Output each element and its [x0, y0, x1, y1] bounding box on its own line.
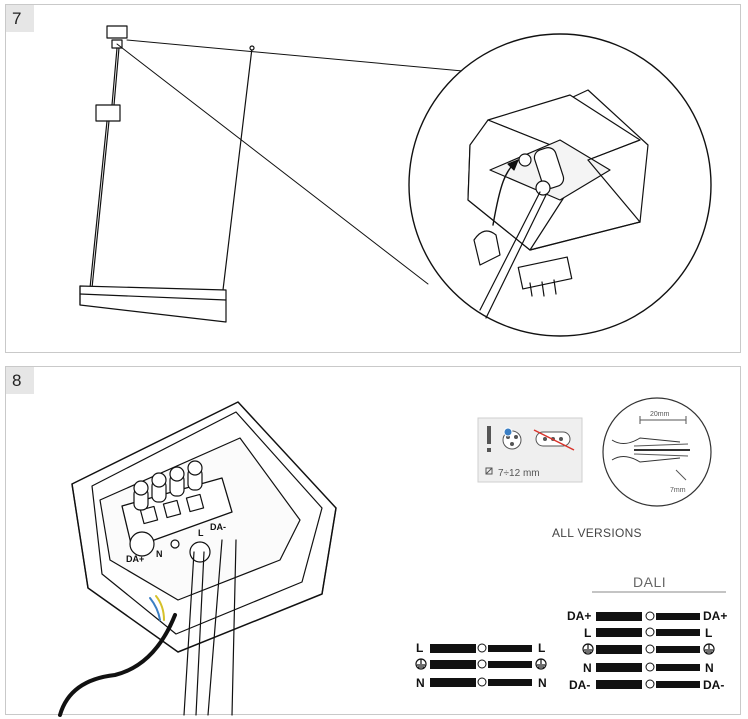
wire-row: [596, 627, 700, 637]
ok-connector-icon: [502, 427, 522, 450]
suspension-cable: [111, 47, 118, 106]
earth-icon: [703, 643, 715, 655]
wire-row: [430, 659, 532, 669]
dali-label-l-left: L: [584, 626, 592, 640]
step-number: 8: [6, 367, 34, 394]
warning-icon: [487, 426, 491, 444]
junction-box-detail: [467, 89, 649, 319]
cable-connector: [95, 104, 121, 122]
luminaire: [79, 285, 227, 323]
block-label-n: N: [156, 549, 163, 559]
block-label-da-plus: DA+: [126, 554, 144, 564]
earth-icon: [415, 658, 427, 670]
strip-icon: [485, 467, 493, 475]
strip-tip-label: 7mm: [670, 487, 686, 494]
dali-title: DALI: [633, 574, 667, 590]
wire-row: [430, 677, 532, 687]
earth-icon: [582, 643, 594, 655]
dali-label-da-minus-right: DA-: [703, 678, 725, 692]
dali-label-n-left: N: [583, 661, 592, 675]
wire-label-l-left: L: [416, 641, 424, 655]
junction-box: [71, 401, 337, 653]
suspension-cable-right: [222, 47, 253, 291]
dali-label-da-plus-right: DA+: [703, 609, 728, 623]
wiring-dali: [596, 611, 700, 689]
strip-detail: 20mm 7mm: [602, 397, 712, 507]
wire-row: [596, 611, 700, 621]
strip-length-box: 7÷12 mm: [477, 417, 583, 483]
not-allowed-connector-icon: [533, 429, 575, 451]
all-versions-label: ALL VERSIONS: [552, 526, 642, 540]
block-label-da-minus: DA-: [210, 522, 226, 532]
terminal-block: [121, 460, 233, 563]
cable-left: [183, 551, 195, 716]
wire-row: [430, 643, 532, 653]
dali-label-l-right: L: [705, 626, 713, 640]
strip-length-label: 20mm: [650, 411, 670, 418]
wire-label-n-left: N: [416, 676, 425, 690]
mains-cable: [58, 613, 177, 717]
ceiling-canopy: [106, 25, 128, 49]
wire-label-n-right: N: [538, 676, 547, 690]
wire-row: [596, 662, 700, 672]
wiring-standard: [430, 643, 532, 687]
block-label-l: L: [198, 528, 204, 538]
strip-length-note: 7÷12 mm: [498, 468, 540, 479]
dali-label-da-minus-left: DA-: [569, 678, 591, 692]
wire-label-l-right: L: [538, 641, 546, 655]
dali-label-da-plus-left: DA+: [567, 609, 592, 623]
earth-icon: [535, 658, 547, 670]
step-number: 7: [6, 5, 34, 32]
dali-label-n-right: N: [705, 661, 714, 675]
wire-row: [596, 679, 700, 689]
wire-row: [596, 644, 700, 654]
